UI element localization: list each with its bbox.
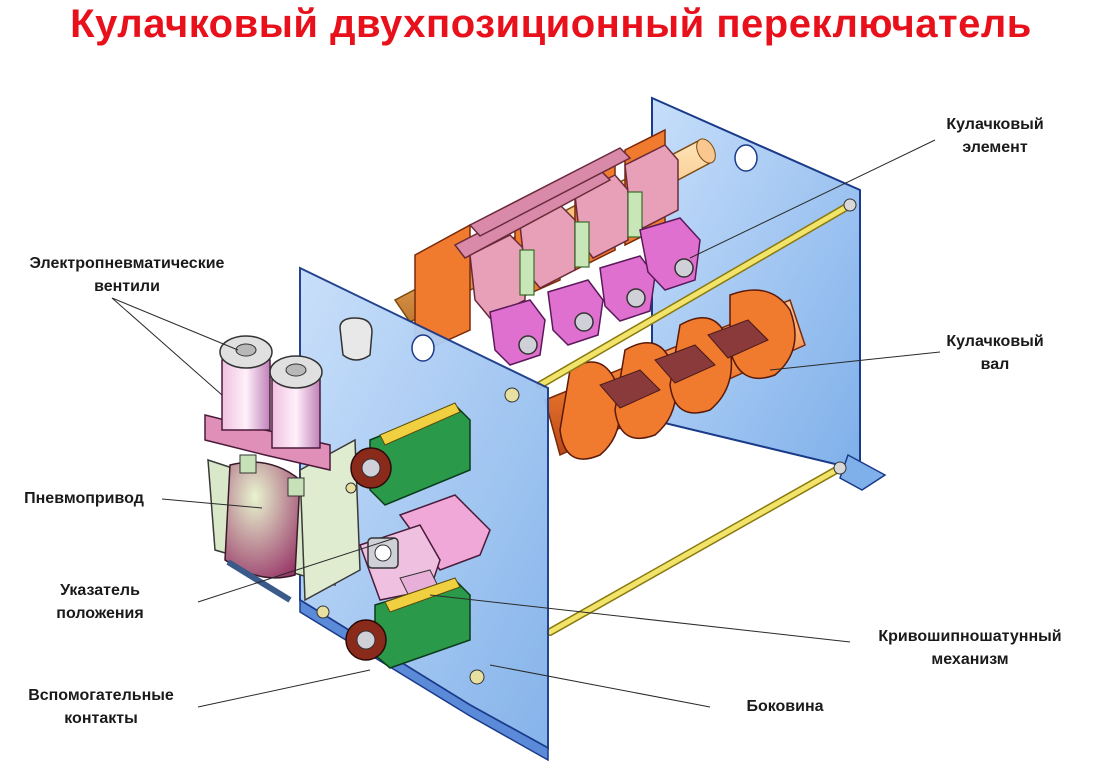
- label-cam-element-line2: элемент: [962, 139, 1028, 156]
- cam-followers: [489, 217, 701, 366]
- label-cam-shaft-line1: Кулачковый: [946, 333, 1044, 350]
- label-side-line1: Боковина: [746, 698, 824, 715]
- label-indicator-line2: положения: [56, 605, 144, 622]
- cam-shaft: [544, 289, 806, 460]
- leader-side: [489, 664, 711, 708]
- label-crank-line2: механизм: [931, 651, 1009, 668]
- label-cam-shaft-line2: вал: [980, 356, 1010, 373]
- aux-contacts-upper: [345, 402, 471, 506]
- cam-contact-bodies: [519, 191, 643, 296]
- label-crank: Кривошипношатунный механизм: [850, 625, 1090, 671]
- label-crank-line1: Кривошипношатунный: [878, 628, 1062, 645]
- page-title: Кулачковый двухпозиционный переключатель: [70, 2, 1032, 46]
- label-actuator-line1: Пневмопривод: [24, 490, 144, 507]
- tie-rods: [536, 198, 857, 636]
- leader-cam-element: [689, 139, 936, 259]
- electropneumatic-valves: [204, 335, 331, 497]
- leader-lines: [111, 139, 941, 708]
- label-indicator-line1: Указатель: [60, 582, 140, 599]
- leader-indicator: [197, 537, 396, 603]
- label-actuator: Пневмопривод: [6, 487, 162, 510]
- label-cam-shaft: Кулачковый вал: [925, 330, 1065, 376]
- leader-cam-shaft: [769, 351, 941, 371]
- label-aux-contacts-line2: контакты: [64, 710, 138, 727]
- aux-contacts-lower: [345, 577, 471, 669]
- label-side: Боковина: [720, 695, 850, 718]
- leader-valves-b: [111, 297, 223, 396]
- leader-crank: [429, 594, 851, 643]
- label-cam-element-line1: Кулачковый: [946, 116, 1044, 133]
- label-aux-contacts: Вспомогательные контакты: [4, 684, 198, 730]
- leader-actuator: [161, 498, 263, 509]
- label-aux-contacts-line1: Вспомогательные: [28, 687, 174, 704]
- label-valves-line1: Электропневматические: [29, 255, 225, 272]
- crank-mechanism: [359, 494, 491, 601]
- pneumatic-actuator: [207, 438, 361, 603]
- label-indicator: Указатель положения: [30, 579, 170, 625]
- leader-aux-contacts: [197, 669, 371, 708]
- label-valves-line2: вентили: [94, 278, 160, 295]
- label-cam-element: Кулачковый элемент: [925, 113, 1065, 159]
- label-valves: Электропневматические вентили: [6, 252, 248, 298]
- leader-valves-a: [111, 297, 239, 351]
